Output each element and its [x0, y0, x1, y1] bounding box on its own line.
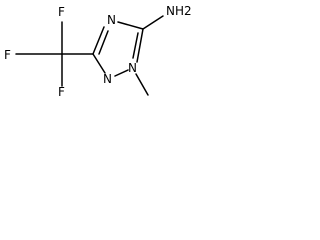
atom-n2-label: N [103, 72, 112, 86]
bond-c5-amine [142, 15, 164, 30]
bond-n2-c3 [92, 53, 106, 74]
atom-n1-label: N [128, 61, 137, 75]
bond-c3-n4-double [98, 30, 109, 55]
atom-amine-label: NH2 [166, 4, 192, 18]
bond-n1-methyl [135, 73, 149, 96]
bond-c5-n1-double [132, 32, 139, 59]
chemical-structure: N NH2 N N F F F [4, 4, 192, 99]
bond-c5-n1 [136, 28, 144, 63]
bond-c3-n4 [92, 26, 105, 55]
atom-f-left-label: F [4, 48, 11, 62]
atom-n4-label: N [107, 13, 116, 27]
atom-f-bottom-label: F [58, 85, 65, 99]
bond-n1-n2 [114, 69, 129, 77]
atom-f-top-label: F [58, 5, 65, 19]
bond-n4-c5 [117, 21, 144, 30]
